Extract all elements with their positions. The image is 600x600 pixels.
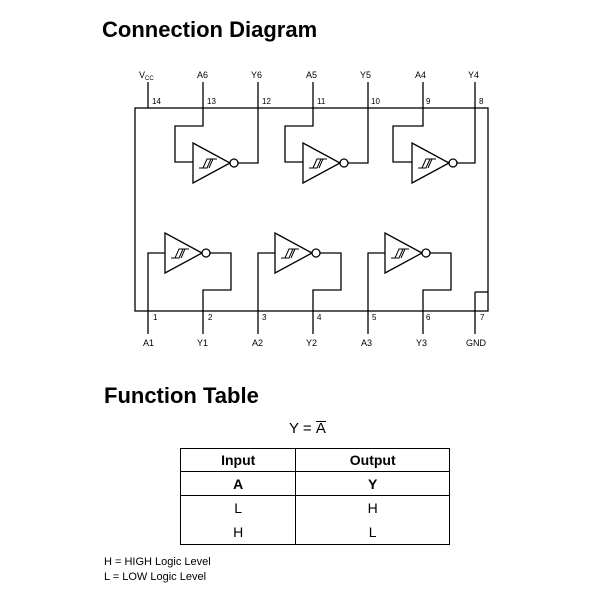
connection-diagram: VCC A6 Y6 A5 Y5 A4 Y4 14 13 12 11 10 9 8… bbox=[134, 70, 489, 348]
pin-number-3: 3 bbox=[262, 313, 267, 322]
equation-output: Y bbox=[289, 420, 299, 437]
pin-label-gnd: GND bbox=[466, 338, 487, 348]
pin-label-y5: Y5 bbox=[360, 70, 371, 80]
legend-high: H = HIGH Logic Level bbox=[104, 556, 211, 568]
pin-label-a6: A6 bbox=[197, 70, 208, 80]
gate-2 bbox=[257, 231, 342, 311]
pin-number-2: 2 bbox=[208, 313, 213, 322]
pin-label-vcc: VCC bbox=[139, 70, 154, 82]
pin-label-a2: A2 bbox=[252, 338, 263, 348]
pin-label-y4: Y4 bbox=[468, 70, 479, 80]
legend-low: L = LOW Logic Level bbox=[104, 571, 207, 583]
equation-input-inverted: A bbox=[315, 420, 326, 437]
pin-number-5: 5 bbox=[372, 313, 377, 322]
pin-label-y6: Y6 bbox=[251, 70, 262, 80]
row-2-output: L bbox=[295, 520, 450, 545]
row-1-input: L bbox=[179, 495, 297, 520]
subheader-a: A bbox=[179, 471, 297, 496]
pin-label-y2: Y2 bbox=[306, 338, 317, 348]
pin-label-y1: Y1 bbox=[197, 338, 208, 348]
row-1-output: H bbox=[295, 495, 450, 520]
gate-4 bbox=[392, 108, 476, 185]
pin-number-13: 13 bbox=[207, 97, 216, 106]
gate-1 bbox=[147, 231, 232, 311]
function-table-title: Function Table bbox=[104, 383, 259, 408]
pin-label-y3: Y3 bbox=[416, 338, 427, 348]
subheader-y: Y bbox=[295, 471, 450, 496]
logic-equation: Y = A bbox=[289, 420, 326, 437]
pin-number-10: 10 bbox=[371, 97, 380, 106]
gate-5 bbox=[284, 108, 369, 185]
gate-6 bbox=[174, 108, 259, 185]
pin-number-1: 1 bbox=[153, 313, 158, 322]
table-row: L H bbox=[179, 495, 450, 520]
pin-number-12: 12 bbox=[262, 97, 271, 106]
pin-label-a5: A5 bbox=[306, 70, 317, 80]
pin-label-a4: A4 bbox=[415, 70, 426, 80]
pin-number-11: 11 bbox=[317, 97, 326, 106]
pin-number-6: 6 bbox=[426, 313, 431, 322]
pin-number-8: 8 bbox=[479, 97, 484, 106]
chip-body bbox=[134, 107, 489, 312]
function-table: Input Output A Y L H H L bbox=[179, 448, 450, 545]
header-input: Input bbox=[179, 448, 297, 472]
connection-diagram-title: Connection Diagram bbox=[102, 17, 318, 42]
pin-number-7: 7 bbox=[480, 313, 485, 322]
pin-number-4: 4 bbox=[317, 313, 322, 322]
pin-label-a3: A3 bbox=[361, 338, 372, 348]
table-row: H L bbox=[179, 520, 450, 545]
equation-equals: = bbox=[302, 420, 312, 437]
pin-number-14: 14 bbox=[152, 97, 161, 106]
row-2-input: H bbox=[179, 520, 297, 545]
pin-number-9: 9 bbox=[426, 97, 431, 106]
pin-label-a1: A1 bbox=[143, 338, 154, 348]
header-output: Output bbox=[295, 448, 450, 472]
gate-3 bbox=[367, 231, 452, 311]
